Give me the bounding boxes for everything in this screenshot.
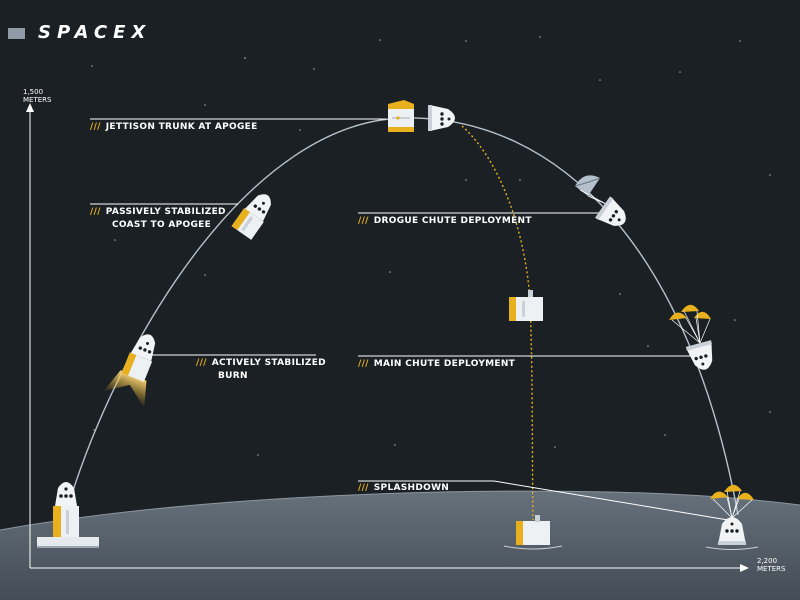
slash-marker-icon: ∕∕∕ <box>358 359 369 369</box>
drogue-parachute-icon <box>574 175 607 205</box>
label-drogue-line1: DROGUE CHUTE DEPLOYMENT <box>373 216 532 226</box>
label-passive-line2: COAST TO APOGEE <box>112 220 212 230</box>
capsule-drogue-icon <box>595 196 626 226</box>
slash-marker-icon: ∕∕∕ <box>90 122 101 132</box>
trunk-falling-icon <box>509 290 543 321</box>
x-axis-max-value: 2,200 <box>757 557 778 565</box>
x-axis-unit: METERS <box>757 565 786 573</box>
trunk-jettison-icon <box>388 100 414 132</box>
label-splashdown: ∕∕∕ SPLASHDOWN <box>358 482 449 495</box>
label-active-line2: BURN <box>218 371 248 381</box>
capsule-coast-icon <box>231 194 271 240</box>
label-passive-coast: ∕∕∕ PASSIVELY STABILIZED COAST TO APOGEE <box>90 206 226 232</box>
label-active-line1: ACTIVELY STABILIZED <box>211 358 326 368</box>
x-axis-max-label: 2,200 METERS <box>757 557 785 573</box>
launch-pad-capsule-icon <box>37 482 99 548</box>
label-main-chute: ∕∕∕ MAIN CHUTE DEPLOYMENT <box>358 358 515 371</box>
capsule-apogee-icon <box>428 105 455 131</box>
slash-marker-icon: ∕∕∕ <box>358 483 369 493</box>
chart-axes <box>26 103 749 572</box>
brand-wordmark: SPACEX <box>38 22 152 43</box>
label-passive-line1: PASSIVELY STABILIZED <box>105 207 226 217</box>
y-axis-unit: METERS <box>23 96 52 104</box>
slash-marker-icon: ∕∕∕ <box>358 216 369 226</box>
label-main-line1: MAIN CHUTE DEPLOYMENT <box>373 359 516 369</box>
y-axis-max-label: 1,500 METERS <box>23 88 51 104</box>
trajectory-arc <box>69 117 739 516</box>
label-jettison-trunk: ∕∕∕ JETTISON TRUNK AT APOGEE <box>90 121 258 134</box>
slash-marker-icon: ∕∕∕ <box>90 207 101 217</box>
main-parachutes-icon <box>669 304 711 344</box>
label-splash-line1: SPLASHDOWN <box>373 483 450 493</box>
ground-surface <box>0 491 800 600</box>
slash-marker-icon: ∕∕∕ <box>196 358 207 368</box>
star-field <box>91 36 771 456</box>
trunk-splashdown-icon <box>503 515 563 550</box>
trunk-fall-path <box>461 125 534 521</box>
capsule-main-chute-icon <box>685 340 713 370</box>
label-jettison-line1: JETTISON TRUNK AT APOGEE <box>105 122 258 132</box>
label-drogue-chute: ∕∕∕ DROGUE CHUTE DEPLOYMENT <box>358 215 532 228</box>
capsule-splashdown-icon <box>705 517 759 550</box>
splashdown-parachutes-icon <box>710 484 754 519</box>
capsule-burn-icon <box>103 334 156 408</box>
logo-bar-mark <box>8 28 25 39</box>
label-active-burn: ∕∕∕ ACTIVELY STABILIZED BURN <box>196 357 326 383</box>
y-axis-max-value: 1,500 <box>23 88 44 96</box>
leader-lines <box>90 118 729 521</box>
